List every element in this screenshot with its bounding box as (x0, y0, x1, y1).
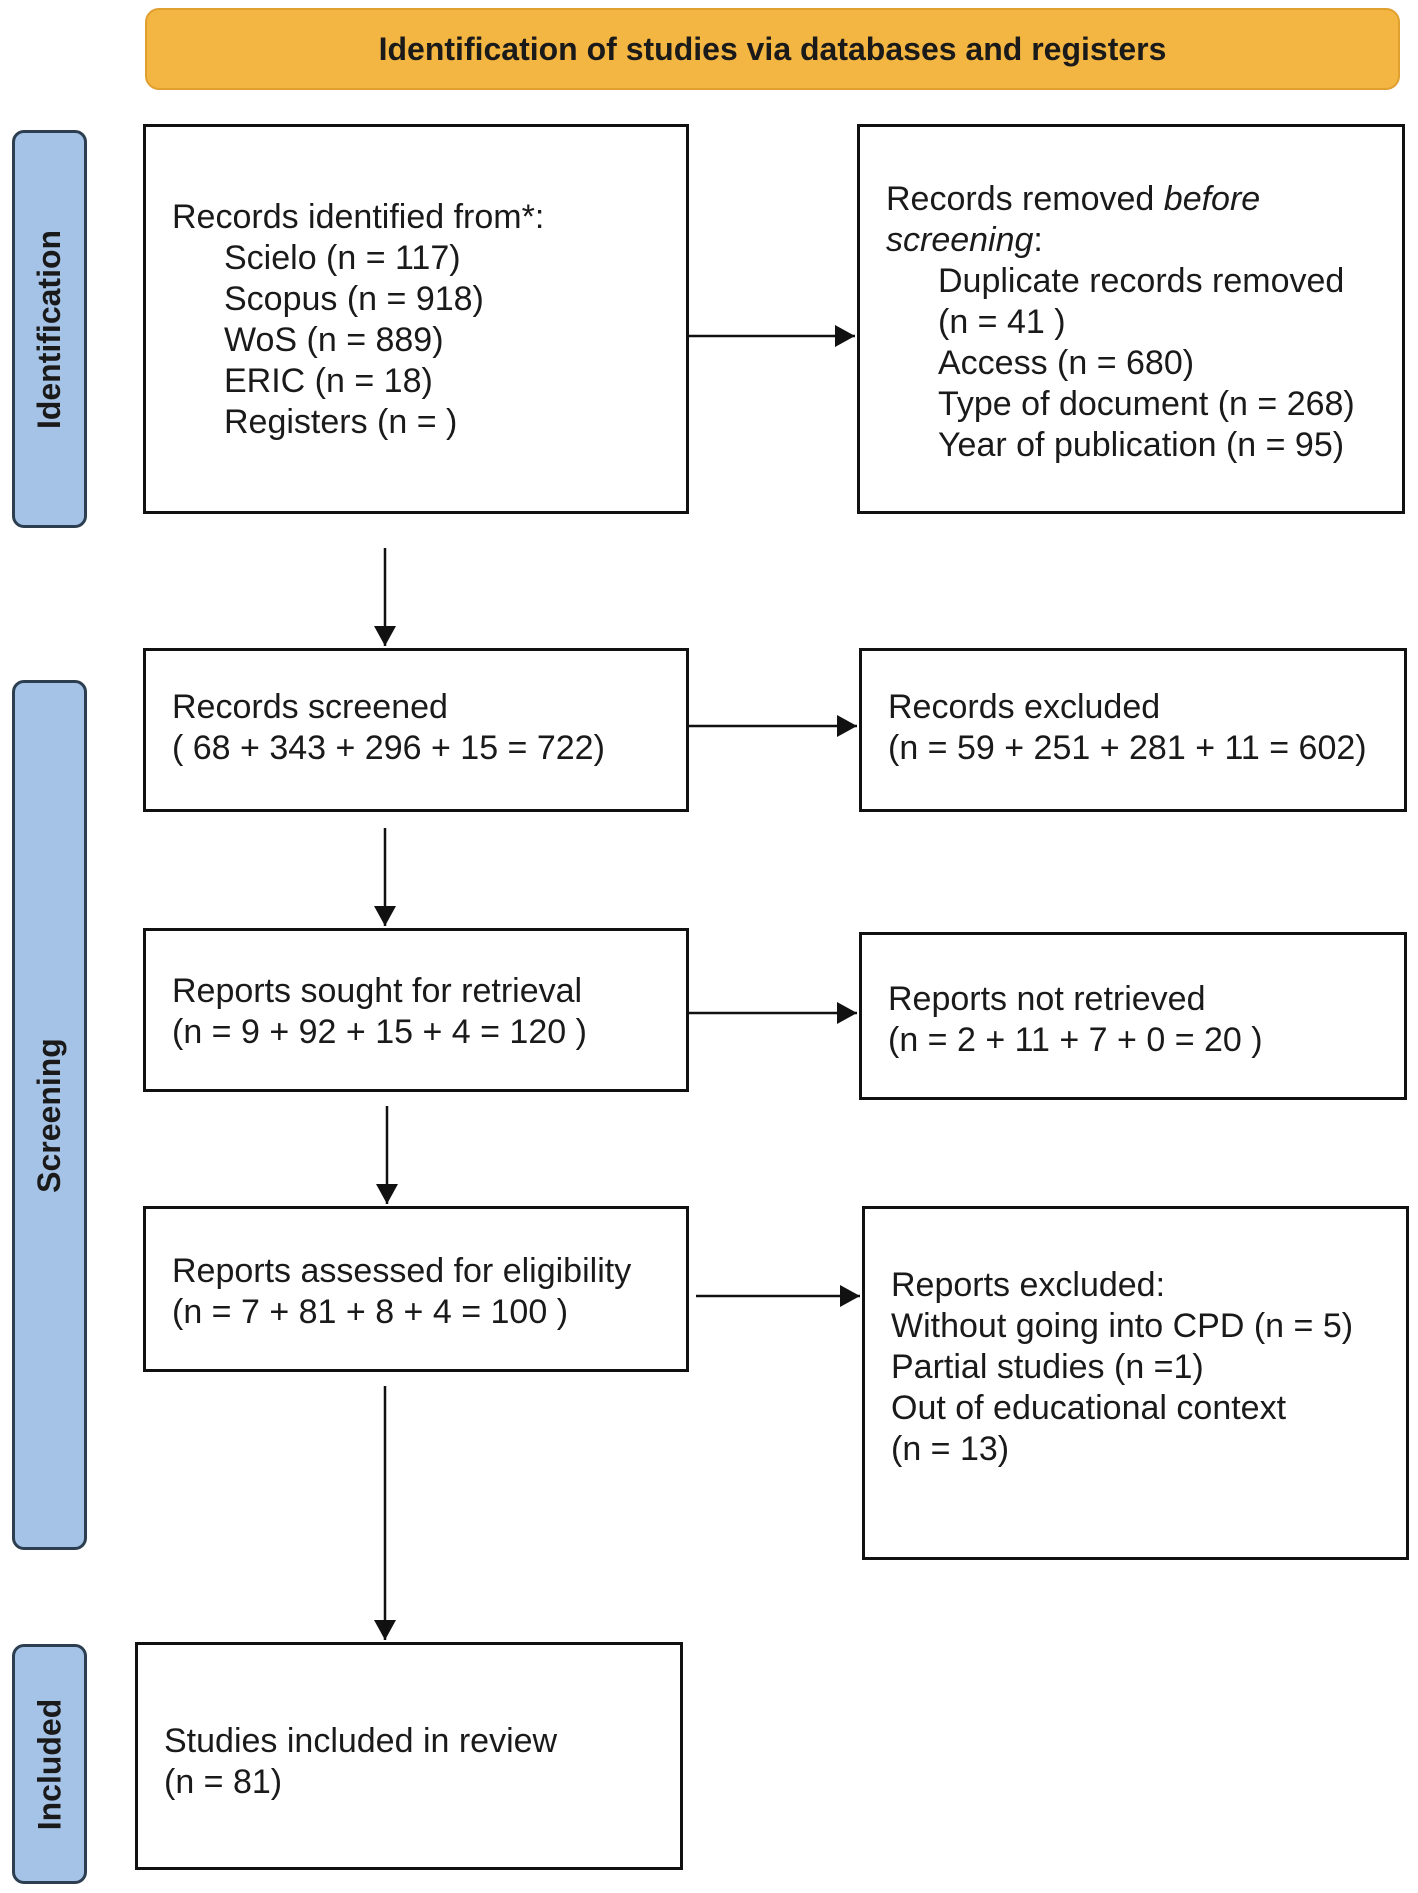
records-identified-item: Registers (n = ) (224, 403, 458, 441)
records-removed-item: Duplicate records removed (938, 262, 1345, 300)
reports-excluded-box: Reports excluded: Without going into CPD… (862, 1206, 1409, 1560)
records-identified-item: WoS (n = 889) (224, 321, 444, 359)
reports-not-retrieved-value: (n = 2 + 11 + 7 + 0 = 20 ) (888, 1021, 1263, 1059)
records-identified-box: Records identified from*: Scielo (n = 11… (143, 124, 689, 514)
reports-assessed-title: Reports assessed for eligibility (172, 1252, 632, 1290)
records-removed-title-cont: screening: (886, 221, 1043, 259)
stage-identification: Identification (12, 130, 87, 528)
records-removed-box: Records removed before screening: Duplic… (857, 124, 1405, 514)
reports-sought-title: Reports sought for retrieval (172, 972, 583, 1010)
records-screened-title: Records screened (172, 688, 448, 726)
records-identified-item: Scopus (n = 918) (224, 280, 484, 318)
records-screened-value: ( 68 + 343 + 296 + 15 = 722) (172, 729, 605, 767)
reports-not-retrieved-title: Reports not retrieved (888, 980, 1206, 1018)
records-removed-title: Records removed before (886, 180, 1261, 218)
records-removed-item: Access (n = 680) (938, 344, 1195, 382)
reports-excluded-title: Reports excluded: (891, 1266, 1166, 1304)
stage-included: Included (12, 1644, 87, 1884)
records-removed-item: Type of document (n = 268) (938, 385, 1355, 423)
records-excluded-box: Records excluded (n = 59 + 251 + 281 + 1… (859, 648, 1407, 812)
reports-excluded-item: (n = 13) (891, 1430, 1010, 1468)
reports-not-retrieved-box: Reports not retrieved (n = 2 + 11 + 7 + … (859, 932, 1407, 1100)
records-identified-item: ERIC (n = 18) (224, 362, 433, 400)
stage-screening: Screening (12, 680, 87, 1550)
records-excluded-title: Records excluded (888, 688, 1161, 726)
studies-included-title: Studies included in review (164, 1722, 558, 1760)
section-header: Identification of studies via databases … (145, 8, 1400, 90)
records-identified-item: Scielo (n = 117) (224, 239, 461, 277)
reports-sought-value: (n = 9 + 92 + 15 + 4 = 120 ) (172, 1013, 587, 1051)
records-excluded-value: (n = 59 + 251 + 281 + 11 = 602) (888, 729, 1367, 767)
reports-assessed-value: (n = 7 + 81 + 8 + 4 = 100 ) (172, 1293, 569, 1331)
reports-assessed-box: Reports assessed for eligibility (n = 7 … (143, 1206, 689, 1372)
reports-excluded-item: Partial studies (n =1) (891, 1348, 1204, 1386)
reports-excluded-item: Without going into CPD (n = 5) (891, 1307, 1354, 1345)
records-removed-item: (n = 41 ) (938, 303, 1066, 341)
records-removed-item: Year of publication (n = 95) (938, 426, 1345, 464)
records-screened-box: Records screened ( 68 + 343 + 296 + 15 =… (143, 648, 689, 812)
reports-excluded-item: Out of educational context (891, 1389, 1287, 1427)
records-identified-title: Records identified from*: (172, 198, 545, 236)
header-title: Identification of studies via databases … (378, 30, 1167, 67)
studies-included-box: Studies included in review (n = 81) (135, 1642, 683, 1870)
studies-included-value: (n = 81) (164, 1763, 283, 1801)
reports-sought-box: Reports sought for retrieval (n = 9 + 92… (143, 928, 689, 1092)
